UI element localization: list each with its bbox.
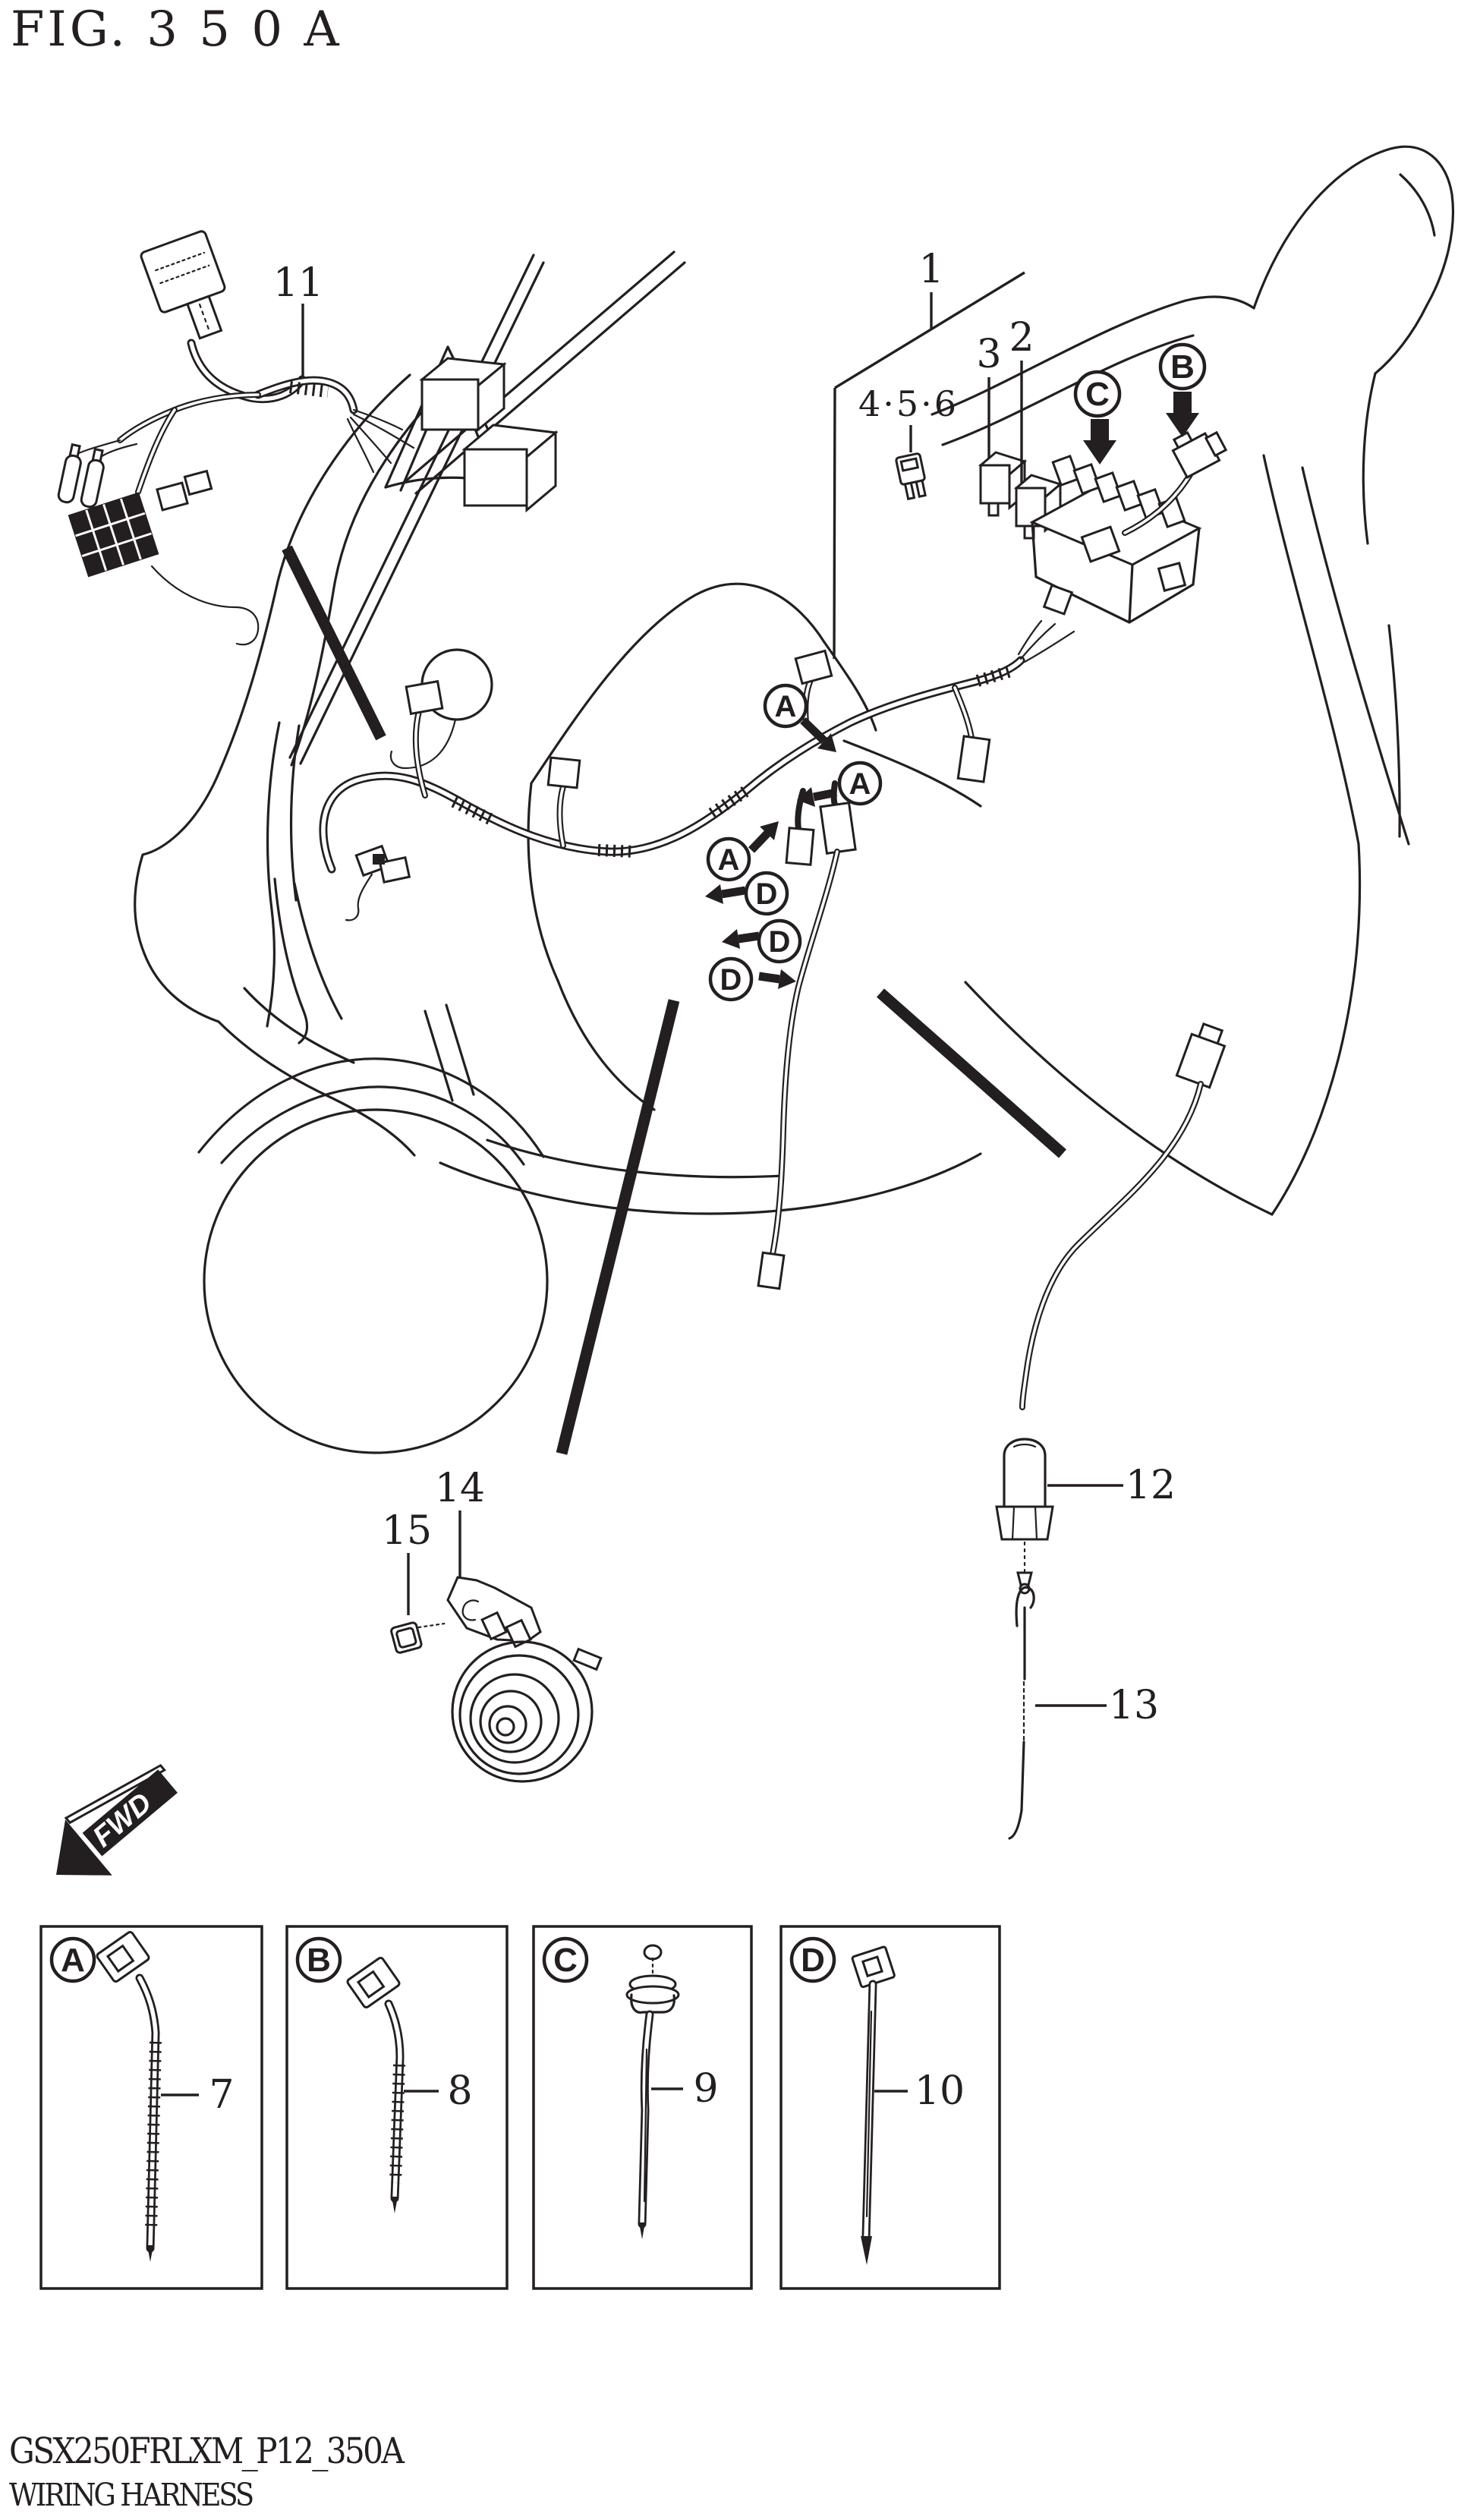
detail-box-d-marker: D [801,1942,825,1979]
marker-a-3: A [718,843,740,877]
marker-c: C [1085,376,1110,413]
main-harness [319,619,1075,1290]
detail-box-a: A 7 [39,1925,263,2290]
detail-box-b-marker: B [307,1942,331,1979]
switch-assembly-12: 12 [995,1022,1227,1595]
detail-box-a-marker: A [61,1942,85,1979]
figure-name: WIRING HARNESS [9,2477,254,2513]
detail-box-c-marker: C [553,1942,578,1979]
detail-box-d: D 10 [779,1925,1001,2290]
marker-d-3: D [720,963,742,997]
spring-13: 13 [1008,1586,1159,1840]
fwd-arrow: FWD [56,1763,178,1876]
callout-2: 2 [1009,315,1034,361]
bolt-15 [390,1621,446,1654]
callout-4-5-6: 4·5·6 [858,383,959,424]
marker-a-1: A [775,690,797,723]
clamp-markers: A A A D D D C B [705,342,1207,1002]
detail-box-b-part: 8 [447,2068,472,2114]
detail-box-a-part: 7 [209,2072,234,2118]
detail-box-c-part: 9 [693,2066,718,2112]
callout-14: 14 [435,1466,485,1511]
callout-15: 15 [382,1508,432,1554]
relay-cube-1 [419,357,507,433]
detail-box-d-part: 10 [915,2068,965,2114]
marker-d-2: D [769,925,791,959]
relay-cube-2 [461,424,559,513]
leader-bands [282,545,1066,1455]
marker-b: B [1170,348,1195,386]
horn-disc [451,1611,603,1783]
horn-assembly: 14 15 [382,1466,603,1783]
fuse-4-5-6 [895,452,927,501]
leader-band-horn [556,999,680,1455]
marker-d-1: D [756,877,778,911]
callout-3: 3 [976,332,1001,377]
detail-box-c: C 9 [532,1925,753,2290]
figure-title: FIG. 3 5 0 A [11,2,342,58]
motorcycle-outline [134,145,1455,1454]
callout-12: 12 [1126,1463,1176,1508]
page-footer: GSX250FRLXM_P12_350A WIRING HARNESS [9,2430,446,2513]
callout-11: 11 [273,260,323,306]
leader-band-switch [877,988,1066,1158]
marker-a-2: A [849,767,871,801]
model-code: GSX250FRLXM_P12_350A [9,2430,405,2472]
fuse-box [1029,454,1202,624]
leader-band-subharness [282,545,386,741]
detail-box-b: B 8 [285,1925,509,2290]
sub-harness-11: 11 [57,230,559,646]
callout-1: 1 [918,247,943,292]
multi-pin-connector [68,492,159,578]
connector-b-part [1122,430,1228,536]
fuse-box-assembly: 1 4·5·6 3 2 [833,247,1228,660]
callout-13: 13 [1109,1683,1159,1728]
